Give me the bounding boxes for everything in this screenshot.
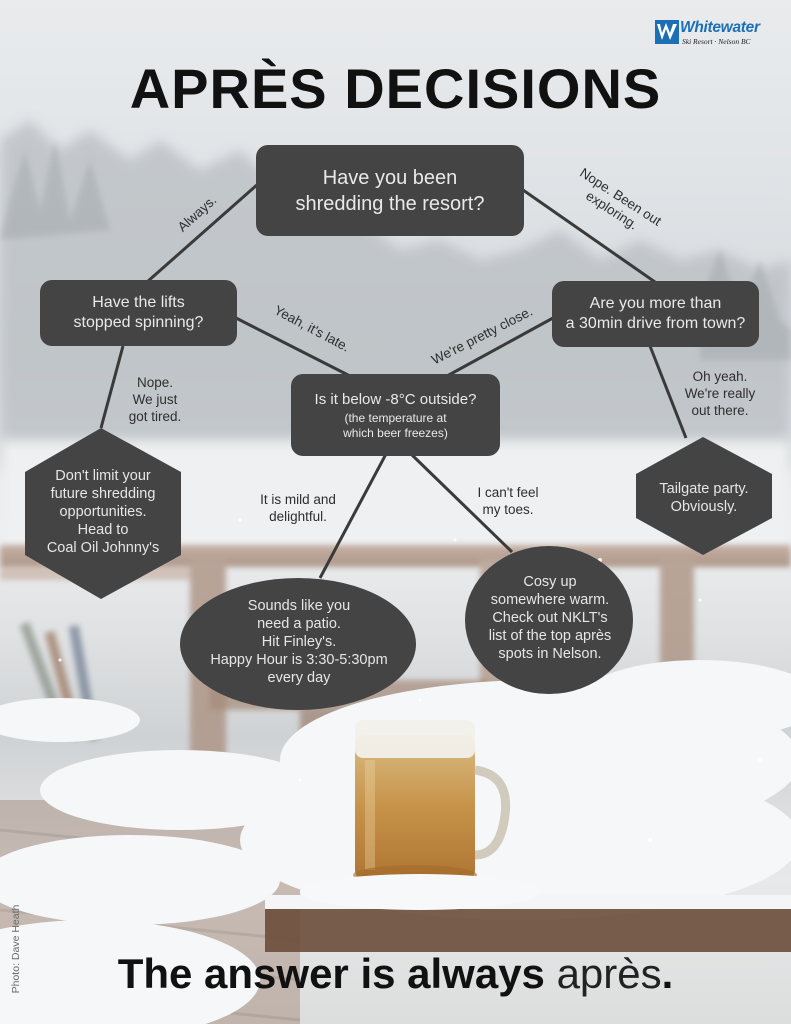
answer-coal-hexagon [25,428,181,599]
footer-bold: The answer is always [117,950,545,997]
footer-apres: après [556,950,662,997]
answer-patio-text: Sounds like you need a patio. Hit Finley… [210,598,388,686]
question-drive-text: Are you more than a 30min drive from tow… [565,295,746,332]
answer-tailgate: Tailgate party. Obviously. [640,478,768,518]
edge-lifts-temp [235,316,351,378]
question-temperature: Is it below -8°C outside? (the temperatu… [291,374,500,456]
edge-temp-cosy [409,452,514,554]
question-lifts: Have the lifts stopped spinning? [40,280,237,346]
question-shredding: Have you been shredding the resort? [256,145,524,236]
answer-tailgate-text: Tailgate party. Obviously. [659,481,749,515]
page-title: APRÈS DECISIONS [129,57,662,120]
edge-label-nope-tired: Nope. We just got tired. [128,375,182,424]
edge-drive-temp [446,316,554,378]
edge-lifts-coal [99,345,125,429]
answer-coal-text: Don't limit your future shredding opport… [46,468,160,556]
answer-patio-oval [180,578,416,710]
question-drive: Are you more than a 30min drive from tow… [552,281,759,347]
answer-tailgate-hexagon [636,437,772,555]
answer-coal: Don't limit your future shredding opport… [28,460,178,564]
edge-q1-drive [522,188,656,284]
question-temperature-text: Is it below -8°C outside? [314,390,477,408]
logo-tagline: Ski Resort · Nelson BC [682,37,751,46]
edge-label-oh-yeah: Oh yeah. We're really out there. [684,369,756,418]
edge-q1-lifts [146,182,259,284]
question-temperature-note: (the temperature at which beer freezes) [343,410,448,440]
question-shredding-text: Have you been shredding the resort? [295,166,485,215]
footer-period: . [661,950,674,997]
question-lifts-text: Have the lifts stopped spinning? [73,294,204,331]
edge-label-mild: It is mild and delightful. [260,492,336,524]
whitewater-logo: Whitewater Ski Resort · Nelson BC [655,19,775,50]
edge-drive-tailgate [648,345,688,439]
edge-label-cant-feel: I can't feel my toes. [477,485,539,517]
answer-cosy: Cosy up somewhere warm. Check out NKLT's… [474,566,626,670]
whitewater-logo-icon [655,20,679,44]
answer-cosy-text: Cosy up somewhere warm. Check out NKLT's… [488,574,612,662]
photo-credit: Photo: Dave Heath [10,904,22,994]
edge-temp-patio [318,453,388,579]
footer-tagline: The answer is always après. [0,950,791,998]
answer-cosy-oval [465,546,633,694]
answer-patio: Sounds like you need a patio. Hit Finley… [190,590,408,694]
logo-brand: Whitewater [680,19,760,36]
